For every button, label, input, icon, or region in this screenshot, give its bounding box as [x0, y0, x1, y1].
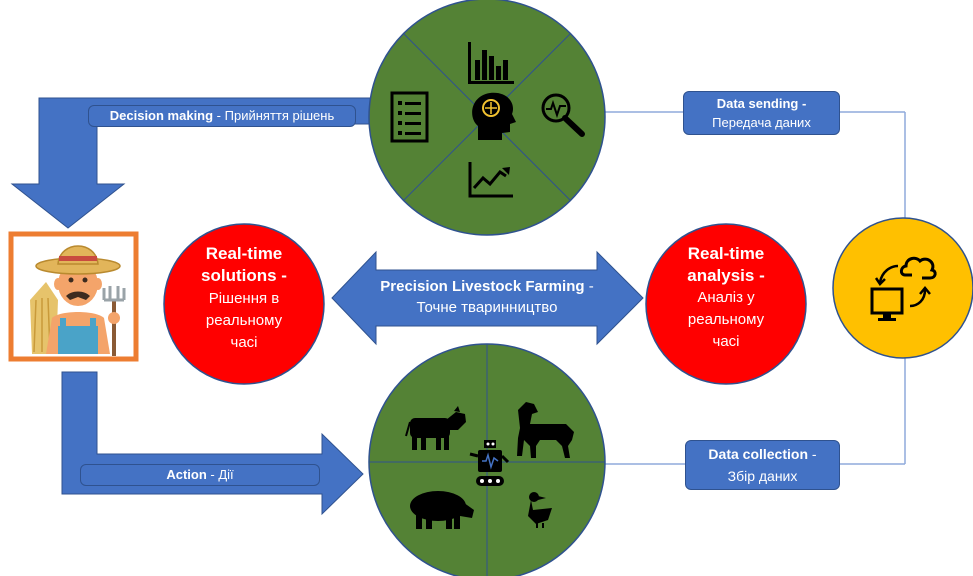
- data-collection-label-bold: Data collection: [708, 446, 809, 462]
- action-label-text: Дії: [218, 467, 234, 482]
- solutions-title-line1: Real-time: [205, 244, 283, 263]
- solutions-title-separator: -: [276, 266, 287, 285]
- plf-label-bold: Precision Livestock Farming: [380, 278, 585, 295]
- decision-label-bold: Decision making: [109, 108, 214, 123]
- decision-label-text: Прийняття рішень: [224, 108, 335, 123]
- action-label: Action - Дії: [80, 464, 320, 486]
- analysis-circle: [645, 223, 807, 385]
- decision-label-separator: -: [213, 108, 225, 123]
- decision-label: Decision making - Прийняття рішень: [88, 105, 356, 127]
- line-chart-icon: [468, 162, 513, 198]
- solutions-text-line3: часі: [230, 334, 258, 351]
- cloud-computer-sync-icon: [870, 256, 937, 321]
- analysis-text-line1: Аналіз у: [697, 289, 755, 306]
- analysis-title-line2: analysis -: [687, 266, 765, 285]
- analysis-title-line1: Real-time: [687, 244, 765, 263]
- cow-icon: [405, 406, 466, 450]
- solutions-title-line2: solutions: [201, 266, 277, 285]
- data-sending-label-text: Передача даних: [712, 115, 811, 130]
- duck-icon: [528, 492, 552, 528]
- solutions-text: Real-time solutions - Рішення в реальном…: [176, 243, 312, 354]
- analysis-text-line3: часі: [712, 333, 740, 350]
- farmer-avatar: [8, 231, 139, 362]
- plf-label-text: Точне тваринництво: [416, 299, 558, 316]
- solutions-text-line2: реальному: [205, 312, 283, 329]
- data-collection-label-separator: -: [808, 446, 817, 462]
- plf-label: Precision Livestock Farming - Точне твар…: [368, 276, 606, 318]
- horse-icon: [517, 402, 574, 458]
- data-sending-label: Data sending - Передача даних: [683, 91, 840, 135]
- plf-double-arrow: [331, 250, 644, 346]
- robot-icon: [469, 440, 510, 486]
- brain-head-icon: [472, 92, 516, 140]
- pig-icon: [410, 491, 474, 529]
- solutions-text-line1: Рішення в: [208, 290, 280, 307]
- analysis-text: Real-time analysis - Аналіз у реальному …: [658, 243, 794, 353]
- bar-chart-icon: [468, 42, 514, 84]
- solutions-circle: [163, 223, 325, 385]
- data-sending-label-bold: Data sending -: [716, 96, 807, 111]
- action-label-separator: -: [206, 467, 219, 482]
- action-label-bold: Action: [166, 467, 207, 482]
- data-collection-label: Data collection - Збір даних: [685, 440, 840, 490]
- data-collection-label-text: Збір даних: [727, 468, 798, 484]
- plf-label-separator: -: [584, 278, 594, 295]
- analysis-text-line2: реальному: [687, 311, 765, 328]
- checklist-icon: [390, 91, 429, 143]
- action-arrow: [61, 371, 364, 516]
- magnifier-pulse-icon: [541, 93, 585, 137]
